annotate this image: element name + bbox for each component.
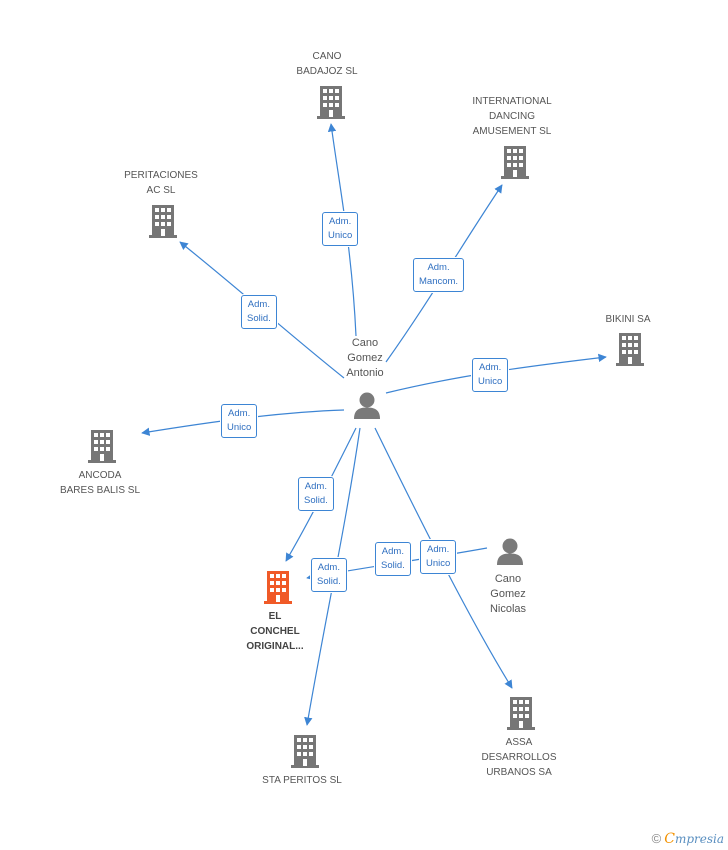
assa-building-icon[interactable] <box>507 697 535 730</box>
center-person-name[interactable]: Cano Gomez Antonio <box>346 337 384 379</box>
copyright-icon: © <box>651 831 662 846</box>
brand-first-letter: C <box>664 831 675 847</box>
assa-label[interactable]: ASSA DESARROLLOS URBANOS SA <box>481 737 557 778</box>
peritaciones-label[interactable]: PERITACIONES AC SL <box>124 170 198 196</box>
second-person-name[interactable]: Cano Gomez Nicolas <box>489 573 527 615</box>
international-building-icon[interactable] <box>501 146 529 179</box>
role-box-assa: Adm. Unico <box>420 540 457 574</box>
role-box-el-conchel: Adm. Solid. <box>298 477 334 511</box>
el-conchel-building-icon[interactable] <box>264 571 292 604</box>
role-box-peritaciones: Adm. Solid. <box>241 295 277 329</box>
sta-peritos-building-icon[interactable] <box>291 735 319 768</box>
role-box-bikini: Adm. Unico <box>472 358 509 392</box>
cano-gomez-antonio-person-icon[interactable] <box>354 392 380 420</box>
cano-badajoz-label[interactable]: CANO BADAJOZ SL <box>296 51 358 77</box>
ancoda-label[interactable]: ANCODA BARES BALIS SL <box>59 470 141 496</box>
ancoda-building-icon[interactable] <box>88 430 116 463</box>
role-box-nicolas-el-conchel: Adm. Solid. <box>375 542 411 576</box>
sta-peritos-label[interactable]: STA PERITOS SL <box>262 775 342 786</box>
peritaciones-building-icon[interactable] <box>149 205 177 238</box>
el-conchel-label[interactable]: EL CONCHEL ORIGINAL... <box>246 611 304 652</box>
cano-badajoz-building-icon[interactable] <box>317 86 345 119</box>
role-box-ancoda: Adm. Unico <box>221 404 258 438</box>
cano-gomez-nicolas-person-icon[interactable] <box>497 538 523 566</box>
role-box-sta-peritos: Adm. Solid. <box>311 558 347 592</box>
bikini-label[interactable]: BIKINI SA <box>605 314 651 325</box>
empresia-logo: ©Cmpresia <box>652 831 724 847</box>
role-box-international: Adm. Mancom. <box>413 258 465 292</box>
brand-name: mpresia <box>674 832 724 846</box>
bikini-building-icon[interactable] <box>616 333 644 366</box>
role-box-cano-badajoz: Adm. Unico <box>322 212 359 246</box>
international-label[interactable]: INTERNATIONAL DANCING AMUSEMENT SL <box>472 96 552 137</box>
